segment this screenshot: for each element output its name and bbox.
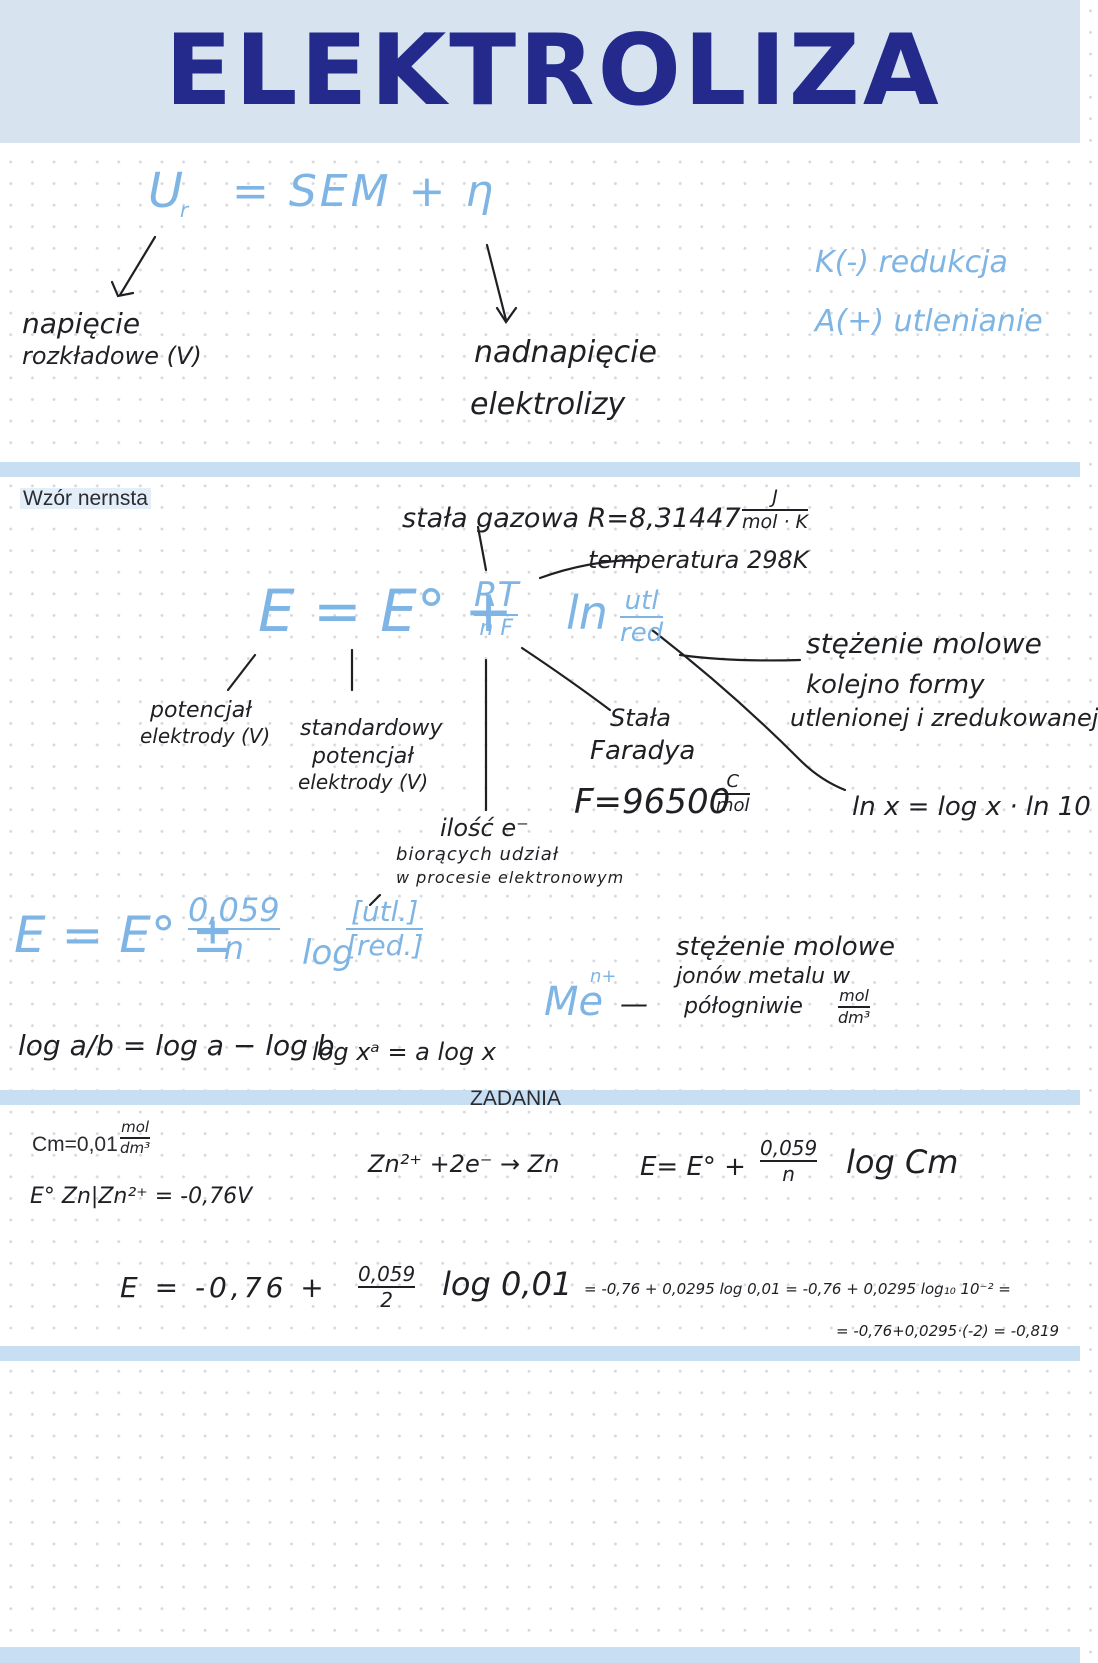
nernst-main-lhs: E = E° + — [258, 577, 513, 645]
electrons-3: w procesie elektronowym — [396, 868, 625, 887]
anode-label: A(+) utlenianie — [815, 304, 1043, 339]
divider-bottom-strip — [0, 1346, 1080, 1361]
metal-conc-unit-num: mol — [839, 986, 869, 1005]
ln-bracket-fraction: utl red — [620, 586, 664, 648]
task-general-num: 0,059 — [760, 1136, 818, 1160]
task-general-lhs: E= E° + — [640, 1152, 746, 1182]
metal-conc-3: półogniwie — [684, 994, 803, 1019]
nernst-heading: Wzór nernsta — [20, 488, 151, 509]
cathode-label: K(-) redukcja — [815, 245, 1008, 280]
formula-u: U — [148, 163, 184, 219]
temperature: temperatura 298K — [588, 546, 809, 574]
nernst-2-lhs: E = E° ± — [14, 906, 234, 964]
gas-unit-den: mol · K — [742, 511, 808, 533]
task-calc-final: = -0,76+0,0295·(-2) = -0,819 — [836, 1322, 1060, 1340]
nernst-2-ratio-den: [red.] — [346, 929, 424, 962]
gas-unit: J mol · K — [742, 488, 808, 532]
task-calc-lhs: E = -0,76 + — [120, 1271, 328, 1304]
metal-conc-unit: mol dm³ — [838, 986, 871, 1027]
faraday-unit-num: C — [726, 771, 740, 792]
conc-line-3: utlenionej i zredukowanej — [790, 704, 1098, 732]
ln-label: ln — [566, 586, 608, 640]
log-rule-2: log xᵃ = a log x — [312, 1038, 496, 1066]
label-napiecie: napięcie — [22, 307, 141, 340]
conc-line-2: kolejno formy — [806, 670, 985, 700]
metal-conc-2: jonów metalu w — [676, 964, 851, 989]
nernst-2-coef: 0,059 n — [188, 894, 280, 964]
divider-1 — [0, 462, 1080, 477]
conc-line-1: stężenie molowe — [806, 627, 1042, 660]
ln-identity: ln x = log x · ln 10 — [852, 792, 1091, 822]
task-cm-unit-den: dm³ — [120, 1139, 151, 1157]
task-general-coef: 0,059 n — [760, 1136, 818, 1186]
divider-2 — [0, 1090, 1080, 1105]
task-calc-num: 0,059 — [358, 1262, 416, 1286]
formula-u-subscript: r — [180, 198, 189, 222]
metal-ion-sup: n+ — [590, 966, 617, 987]
rt-num: RT — [474, 575, 519, 615]
task-calc-coef: 0,059 2 — [358, 1262, 416, 1312]
electrons-1: ilość e⁻ — [440, 814, 529, 842]
std-potential-1: standardowy — [300, 716, 443, 741]
task-cm: Cm=0,01 — [32, 1133, 118, 1156]
std-potential-3: elektrody (V) — [298, 770, 429, 794]
rt-den: n F — [479, 616, 513, 641]
header-band — [0, 0, 1080, 143]
task-reaction: Zn²⁺ +2e⁻ → Zn — [368, 1150, 560, 1178]
faraday-unit: C mol — [716, 773, 750, 815]
task-general-rhs: log Cm — [846, 1143, 959, 1181]
ln-num: utl — [624, 586, 659, 616]
metal-dash: — — [620, 987, 648, 1020]
task-cm-unit-num: mol — [121, 1118, 150, 1136]
nernst-2-coef-den: n — [223, 929, 244, 967]
gas-constant: stała gazowa R=8,31447 — [402, 503, 741, 534]
page-title: ELEKTROLIZA — [165, 14, 942, 128]
std-potential-2: potencjał — [312, 744, 414, 769]
ln-den: red — [620, 618, 664, 648]
gas-unit-num: J — [772, 486, 778, 508]
label-elektrolizy: elektrolizy — [470, 387, 626, 422]
nernst-2-coef-num: 0,059 — [188, 891, 280, 929]
metal-conc-unit-den: dm³ — [838, 1008, 871, 1027]
tasks-heading: ZADANIA — [470, 1087, 562, 1110]
faraday-1: Stała — [610, 704, 671, 732]
task-std-potential: E° Zn|Zn²⁺ = -0,76V — [30, 1184, 253, 1209]
formula-rhs: = SEM + η — [232, 166, 497, 217]
task-cm-unit: mol dm³ — [120, 1118, 151, 1157]
label-rozkladowe: rozkładowe (V) — [22, 342, 202, 370]
electrons-2: biorących udział — [396, 844, 559, 865]
nernst-2-ratio-num: [utl.] — [351, 895, 419, 928]
faraday-unit-den: mol — [716, 795, 750, 816]
nernst-2-log: log — [302, 933, 354, 973]
label-nadnapiecie: nadnapięcie — [474, 335, 657, 370]
faraday-2: Faradya — [590, 736, 696, 766]
task-general-den: n — [782, 1162, 795, 1186]
log-rule-1: log a/b = log a − log b — [18, 1029, 335, 1062]
rt-fraction: RT n F — [474, 575, 519, 641]
potential-2: elektrody (V) — [140, 724, 271, 748]
connector-lines — [110, 235, 847, 907]
metal-ion: Me — [544, 979, 604, 1025]
task-calc-den: 2 — [380, 1288, 393, 1312]
nernst-2-ratio: [utl.] [red.] — [346, 895, 424, 962]
task-calc-chain: = -0,76 + 0,0295 log 0,01 = -0,76 + 0,02… — [584, 1280, 1011, 1298]
divider-bottom-band — [0, 1648, 1080, 1663]
task-calc-log: log 0,01 — [442, 1265, 573, 1303]
faraday-value: F=96500 — [574, 782, 731, 822]
metal-conc-1: stężenie molowe — [676, 932, 895, 962]
potential-1: potencjał — [150, 698, 252, 723]
